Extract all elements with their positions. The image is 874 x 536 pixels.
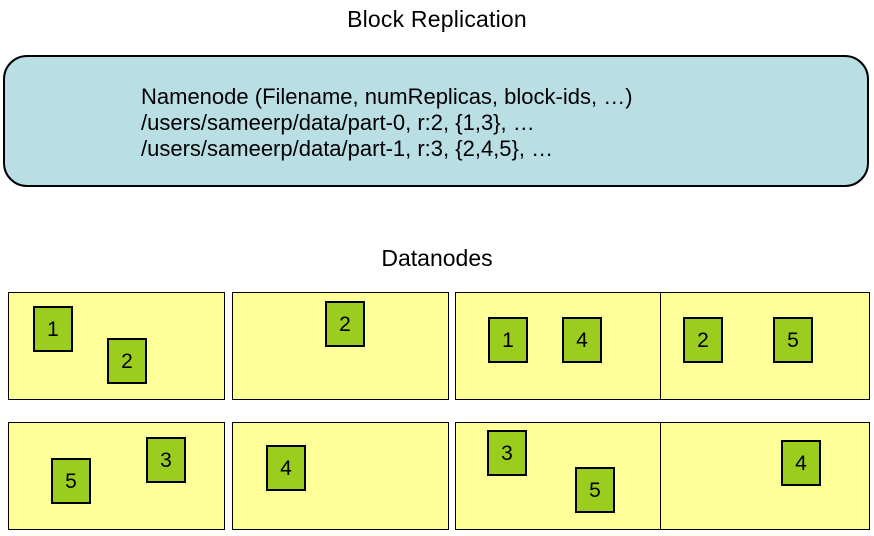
page-title: Block Replication — [347, 6, 527, 32]
namenode-text-block: Namenode (Filename, numReplicas, block-i… — [141, 84, 633, 162]
block-1: 1 — [488, 317, 528, 363]
block-label: 5 — [589, 478, 601, 502]
block-2: 2 — [107, 338, 147, 384]
block-label: 4 — [576, 328, 588, 352]
block-label: 1 — [47, 317, 59, 341]
block-3: 3 — [146, 437, 186, 483]
block-label: 1 — [502, 328, 514, 352]
datanode-2: 2 — [232, 292, 449, 400]
block-label: 3 — [501, 441, 513, 465]
namenode-entry-part-0: /users/sameerp/data/part-0, r:2, {1,3}, … — [141, 110, 535, 135]
block-5: 5 — [575, 467, 615, 513]
namenode-entry-part-1: /users/sameerp/data/part-1, r:3, {2,4,5}… — [141, 136, 554, 161]
block-3: 3 — [487, 430, 527, 476]
block-4: 4 — [781, 440, 821, 486]
block-label: 2 — [121, 349, 133, 373]
namenode-header: Namenode (Filename, numReplicas, block-i… — [141, 84, 633, 109]
block-label: 5 — [65, 469, 77, 493]
datanode-8: 4 — [660, 422, 870, 530]
block-4: 4 — [266, 445, 306, 491]
block-5: 5 — [51, 458, 91, 504]
block-label: 2 — [697, 328, 709, 352]
block-label: 4 — [795, 451, 807, 475]
datanodes-label: Datanodes — [381, 245, 493, 271]
block-2: 2 — [683, 317, 723, 363]
block-5: 5 — [773, 317, 813, 363]
block-4: 4 — [562, 317, 602, 363]
datanode-6: 4 — [232, 422, 449, 530]
block-1: 1 — [33, 306, 73, 352]
namenode-panel: Namenode (Filename, numReplicas, block-i… — [3, 55, 869, 187]
block-label: 4 — [280, 456, 292, 480]
block-label: 3 — [160, 448, 172, 472]
block-2: 2 — [325, 301, 365, 347]
block-label: 5 — [787, 328, 799, 352]
block-label: 2 — [339, 312, 351, 336]
